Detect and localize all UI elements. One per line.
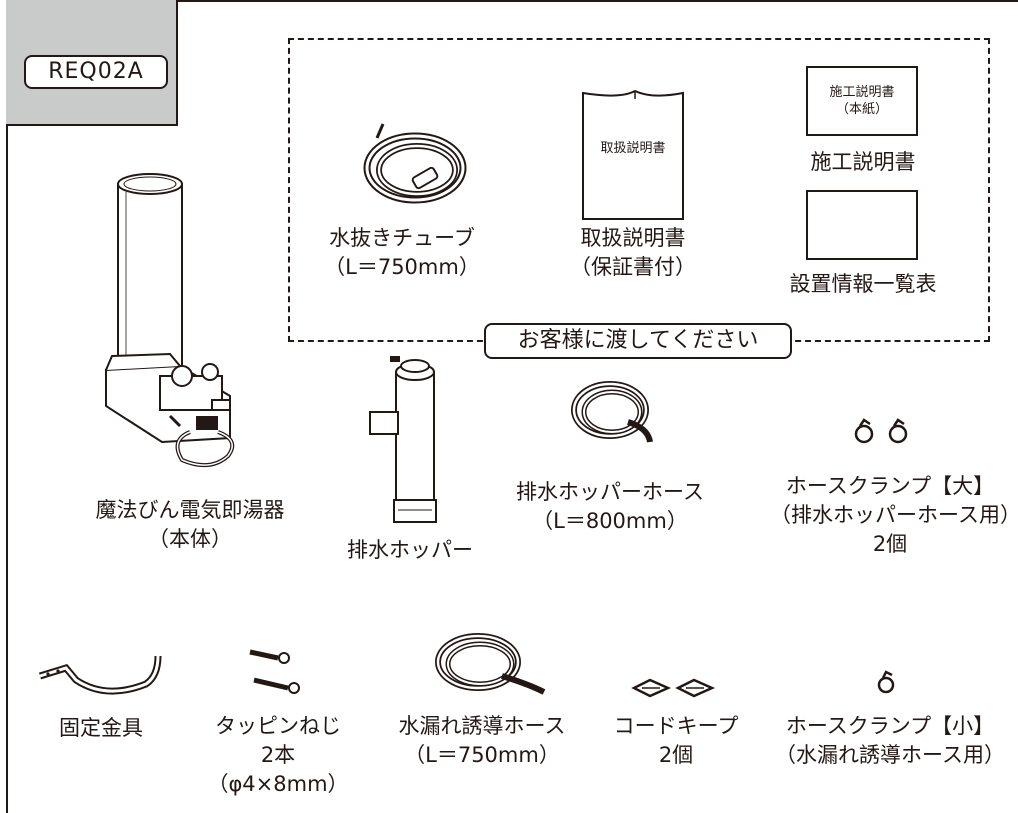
manual-name: 取扱説明書 — [580, 226, 686, 250]
leak-hose-name: 水漏れ誘導ホース — [398, 714, 566, 738]
drain-tube-spec: （L＝750mm） — [324, 255, 480, 279]
drain-hopper-name: 排水ホッパー — [347, 538, 473, 562]
cord-keepers-qty: 2個 — [658, 743, 694, 767]
large-clamps-qty: 2個 — [872, 532, 908, 556]
hopper-hose-label: 排水ホッパーホース （L＝800mm） — [510, 478, 710, 536]
manual-spec: （保証書付） — [570, 255, 696, 279]
screws-spec: （φ4×8mm） — [207, 772, 349, 796]
bracket-name: 固定金具 — [59, 716, 143, 740]
cord-keepers-illustration — [631, 678, 716, 698]
leak-hose-label: 水漏れ誘導ホース （L＝750mm） — [382, 712, 582, 770]
small-clamp-spec: （水漏れ誘導ホース用） — [775, 743, 1005, 767]
setup-sheet-name: 設置情報一覧表 — [789, 272, 937, 296]
install-manual-sheet: 施工説明書 （本紙） — [806, 66, 918, 136]
hopper-hose-illustration — [571, 381, 653, 443]
install-manual-cover-line1: 施工説明書 — [829, 85, 895, 100]
small-clamp-name: ホースクランプ【小】 — [785, 714, 995, 738]
model-number: REQ02A — [24, 55, 168, 89]
manual-cover-text: 取扱説明書 — [600, 141, 666, 156]
heater-name: 魔法びん電気即湯器 — [95, 498, 285, 522]
drain-tube-illustration — [363, 123, 467, 204]
large-clamps-label: ホースクランプ【大】 （排水ホッパーホース用） 2個 — [770, 472, 1018, 559]
drain-tube-label: 水抜きチューブ （L＝750mm） — [312, 224, 492, 282]
manual-booklet-illustration — [582, 89, 684, 220]
screws-illustration — [249, 649, 300, 694]
screws-name: タッピンねじ — [215, 714, 341, 738]
drain-hopper-illustration — [369, 356, 437, 523]
cord-keepers-name: コードキープ — [613, 714, 739, 738]
leak-hose-spec: （L＝750mm） — [404, 743, 560, 767]
hopper-hose-name: 排水ホッパーホース — [516, 480, 704, 504]
leak-hose-illustration — [435, 633, 546, 695]
small-clamp-label: ホースクランプ【小】 （水漏れ誘導ホース用） — [770, 712, 1010, 770]
heater-unit-illustration — [105, 173, 235, 468]
cord-keepers-label: コードキープ 2個 — [596, 712, 756, 770]
large-clamps-spec: （排水ホッパーホース用） — [770, 503, 1018, 527]
heater-label: 魔法びん電気即湯器 （本体） — [80, 496, 300, 554]
screws-qty: 2本 — [260, 743, 296, 767]
install-manual-cover-line2: （本紙） — [835, 102, 888, 117]
heater-spec: （本体） — [148, 527, 232, 551]
model-header: REQ02A — [6, 0, 178, 126]
install-manual-name: 施工説明書 — [810, 150, 916, 174]
setup-sheet-illustration — [806, 190, 918, 260]
manual-label: 取扱説明書 （保証書付） — [548, 224, 718, 282]
hopper-hose-spec: （L＝800mm） — [532, 509, 688, 533]
drain-tube-name: 水抜きチューブ — [329, 226, 475, 250]
screws-label: タッピンねじ 2本 （φ4×8mm） — [198, 712, 358, 799]
large-clamps-name: ホースクランプ【大】 — [785, 474, 995, 498]
frame-left-border — [6, 0, 8, 813]
large-clamps-illustration — [854, 418, 908, 444]
small-clamp-illustration — [877, 670, 895, 694]
bracket-illustration — [38, 655, 162, 695]
customer-note-label: お客様に渡してください — [484, 323, 792, 359]
frame-top-border — [6, 0, 1018, 2]
